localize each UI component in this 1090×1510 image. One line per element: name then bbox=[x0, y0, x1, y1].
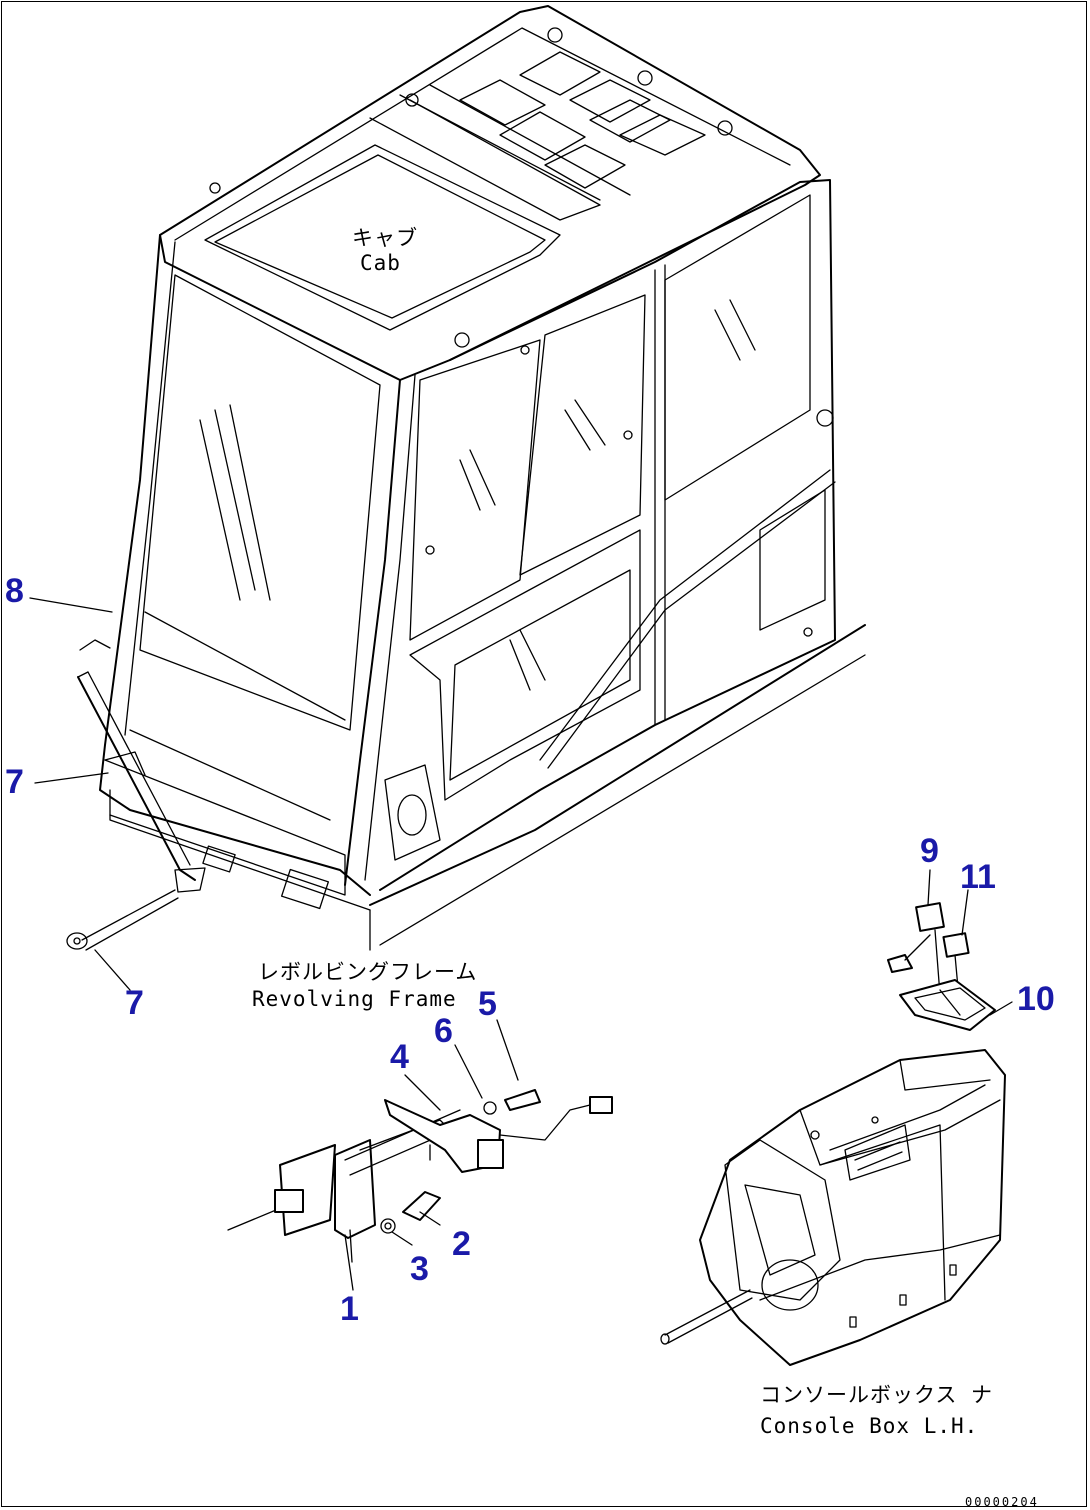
switch-plate-assembly bbox=[887, 902, 996, 1031]
frame-label-en: Revolving Frame bbox=[252, 987, 457, 1011]
callout-4: 4 bbox=[390, 1038, 409, 1076]
callout-11: 11 bbox=[960, 858, 996, 896]
callout-8: 8 bbox=[5, 572, 24, 610]
frame-label-jp: レボルビングフレーム bbox=[258, 960, 477, 984]
cab-label-jp: キャブ bbox=[352, 226, 418, 250]
cab-illustration: キャブ Cab bbox=[99, 5, 866, 951]
wiper-assembly bbox=[66, 639, 206, 951]
document-id: 00000204 bbox=[965, 1495, 1039, 1509]
cab-label-en: Cab bbox=[360, 251, 401, 275]
callout-3: 3 bbox=[410, 1250, 429, 1288]
callout-9: 9 bbox=[920, 832, 939, 870]
console-label-en: Console Box L.H. bbox=[760, 1414, 978, 1438]
callout-5: 5 bbox=[478, 985, 497, 1023]
callout-7-lower: 7 bbox=[125, 984, 144, 1022]
callout-10: 10 bbox=[1017, 980, 1055, 1018]
callout-1: 1 bbox=[340, 1290, 359, 1328]
leader-lines bbox=[29, 597, 1013, 1291]
callout-numbers: 1 2 3 4 5 6 7 7 8 9 10 11 bbox=[5, 572, 1055, 1328]
console-label-jp: コンソールボックス ナ bbox=[760, 1383, 993, 1407]
callout-2: 2 bbox=[452, 1225, 471, 1263]
bracket-assembly bbox=[227, 1089, 613, 1263]
console-box-illustration bbox=[660, 1049, 1006, 1366]
callout-7-upper: 7 bbox=[5, 763, 24, 801]
callout-6: 6 bbox=[434, 1012, 453, 1050]
